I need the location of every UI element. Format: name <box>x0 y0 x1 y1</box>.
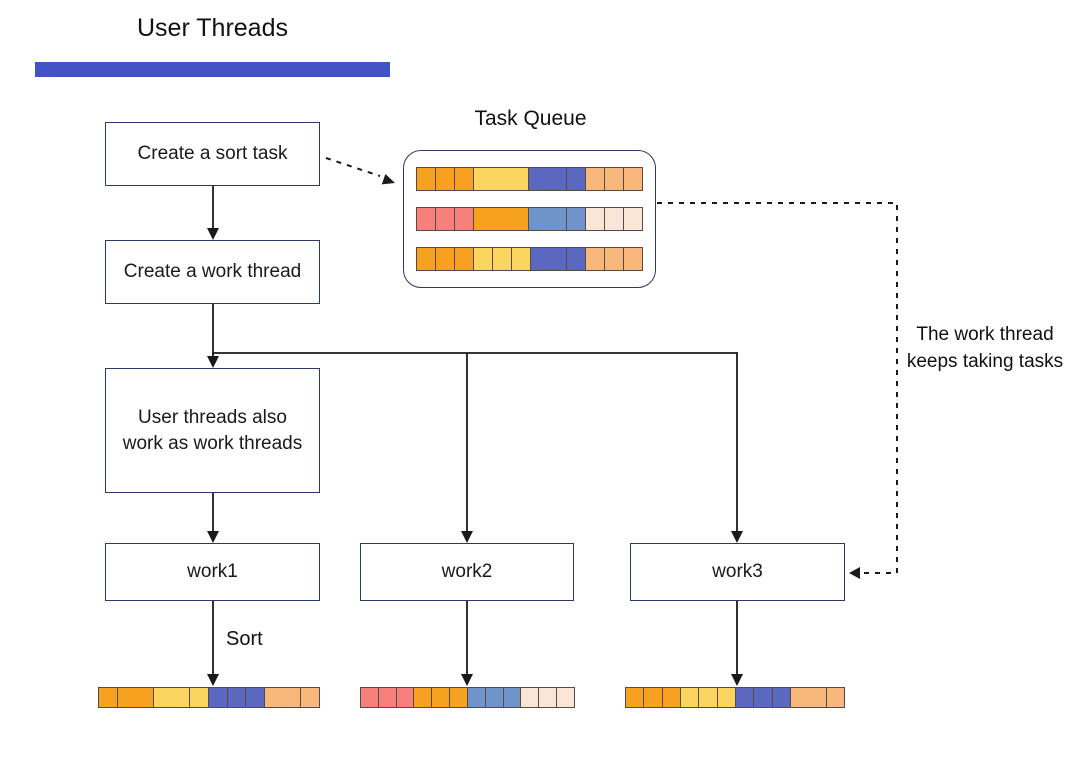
array-cell-yellow <box>189 687 209 708</box>
array-cell-orange <box>454 167 475 191</box>
create-sort-task-box: Create a sort task <box>105 122 320 186</box>
array-cell-indigo <box>734 687 755 708</box>
array-cell-yellow <box>698 687 718 708</box>
array-cell-steel <box>484 687 504 708</box>
side-note-label: The work thread keeps taking tasks <box>906 324 1064 372</box>
array-cell-salmon <box>360 687 379 708</box>
array-cell-indigo <box>565 167 586 191</box>
array-cell-orange <box>416 247 436 271</box>
array-cell-steel <box>502 687 522 708</box>
task-queue-container <box>403 150 656 288</box>
array-cell-orange <box>431 687 451 708</box>
array-cell-peach <box>789 687 827 708</box>
array-cell-cream <box>603 207 624 231</box>
array-cell-indigo <box>528 167 567 191</box>
array-cell-orange <box>643 687 663 708</box>
task-queue-row <box>416 167 643 191</box>
result-array-work3 <box>625 687 845 708</box>
array-cell-orange <box>435 167 456 191</box>
array-cell-indigo <box>208 687 228 708</box>
task-queue-label: Task Queue <box>474 107 587 130</box>
array-cell-salmon <box>416 207 437 231</box>
array-cell-steel <box>466 687 486 708</box>
array-cell-yellow <box>716 687 736 708</box>
work1-box: work1 <box>105 543 320 601</box>
array-cell-yellow <box>679 687 700 708</box>
title-underline-bar <box>35 62 390 77</box>
array-cell-peach <box>825 687 845 708</box>
array-cell-yellow <box>153 687 191 708</box>
array-cell-salmon <box>435 207 456 231</box>
array-cell-steel <box>528 207 567 231</box>
array-cell-peach <box>584 167 605 191</box>
array-cell-cream <box>520 687 540 708</box>
array-cell-orange <box>661 687 681 708</box>
work2-box: work2 <box>360 543 574 601</box>
array-cell-indigo <box>566 247 587 271</box>
array-cell-peach <box>585 247 606 271</box>
array-cell-orange <box>473 207 530 231</box>
array-cell-yellow <box>491 247 512 271</box>
array-cell-cream <box>538 687 558 708</box>
result-array-work1 <box>98 687 321 708</box>
array-cell-yellow <box>473 167 530 191</box>
array-cell-orange <box>434 247 455 271</box>
array-cell-indigo <box>771 687 791 708</box>
array-cell-indigo <box>753 687 773 708</box>
array-cell-yellow <box>472 247 493 271</box>
array-cell-cream <box>556 687 575 708</box>
array-cell-cream <box>584 207 605 231</box>
array-cell-indigo <box>529 247 568 271</box>
array-cell-steel <box>565 207 586 231</box>
array-cell-indigo <box>245 687 266 708</box>
create-work-thread-box: Create a work thread <box>105 240 320 304</box>
array-cell-orange <box>416 167 437 191</box>
array-cell-salmon <box>454 207 475 231</box>
array-cell-peach <box>604 247 625 271</box>
array-cell-peach <box>300 687 321 708</box>
array-cell-orange <box>116 687 154 708</box>
result-array-work2 <box>360 687 575 708</box>
work3-box: work3 <box>630 543 845 601</box>
user-threads-note-box: User threads also work as work threads <box>105 368 320 493</box>
page-title: User Threads <box>137 14 288 42</box>
array-cell-salmon <box>377 687 397 708</box>
array-cell-peach <box>622 167 643 191</box>
task-queue-row <box>416 247 644 271</box>
array-cell-orange <box>449 687 468 708</box>
array-cell-peach <box>623 247 644 271</box>
array-cell-orange <box>98 687 118 708</box>
sort-label: Sort <box>226 628 263 650</box>
array-cell-yellow <box>510 247 531 271</box>
task-queue-row <box>416 207 643 231</box>
array-cell-peach <box>603 167 624 191</box>
array-cell-orange <box>453 247 474 271</box>
array-cell-peach <box>264 687 302 708</box>
array-cell-salmon <box>395 687 415 708</box>
array-cell-cream <box>622 207 643 231</box>
array-cell-indigo <box>226 687 247 708</box>
array-cell-orange <box>625 687 645 708</box>
array-cell-orange <box>413 687 433 708</box>
